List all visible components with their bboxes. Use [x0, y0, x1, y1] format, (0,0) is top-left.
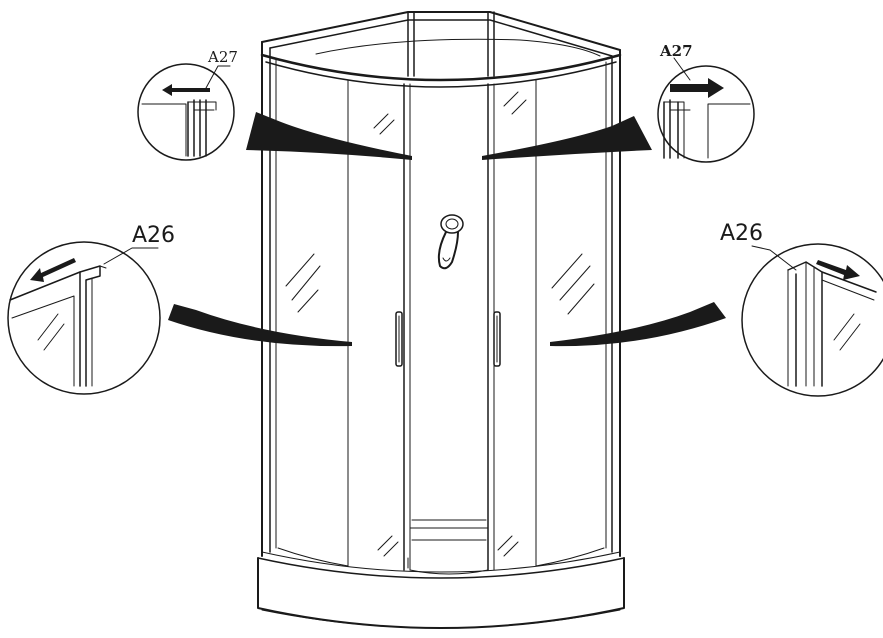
top-frame	[260, 11, 622, 88]
arrow-mid-right	[550, 302, 726, 347]
left-fixed-glass-panel	[277, 79, 349, 567]
callout-label-a26-mid-left: A26	[132, 223, 175, 248]
glass-reflections	[285, 91, 595, 557]
back-opening	[409, 519, 489, 575]
arrow-mid-left	[168, 304, 352, 347]
right-fixed-glass-panel	[535, 79, 605, 567]
detail-callout-mid-right: A26	[720, 221, 883, 397]
right-door-handle	[493, 311, 501, 367]
slide-left-arrow	[30, 258, 76, 282]
slide-left-arrow	[162, 84, 210, 96]
callout-label-a26-mid-right: A26	[720, 221, 763, 246]
detail-callout-top-left: A27	[137, 48, 238, 161]
back-wall-posts	[407, 11, 495, 77]
slide-right-arrow	[816, 260, 860, 280]
shower-tray	[257, 551, 625, 629]
slide-right-arrow	[670, 78, 724, 98]
left-sliding-door	[403, 83, 411, 571]
arrow-top-right	[482, 116, 652, 160]
arrow-top-left	[246, 112, 412, 160]
mixer-tap	[437, 214, 464, 270]
detail-callout-top-right: A27	[657, 42, 755, 163]
callout-label-a27-top-right: A27	[659, 42, 693, 60]
detail-callout-mid-left: A26	[7, 223, 175, 395]
pointer-arrows	[168, 112, 726, 347]
shower-enclosure	[257, 11, 625, 629]
left-door-handle	[395, 311, 403, 367]
callout-label-a27-top-left: A27	[207, 48, 238, 66]
